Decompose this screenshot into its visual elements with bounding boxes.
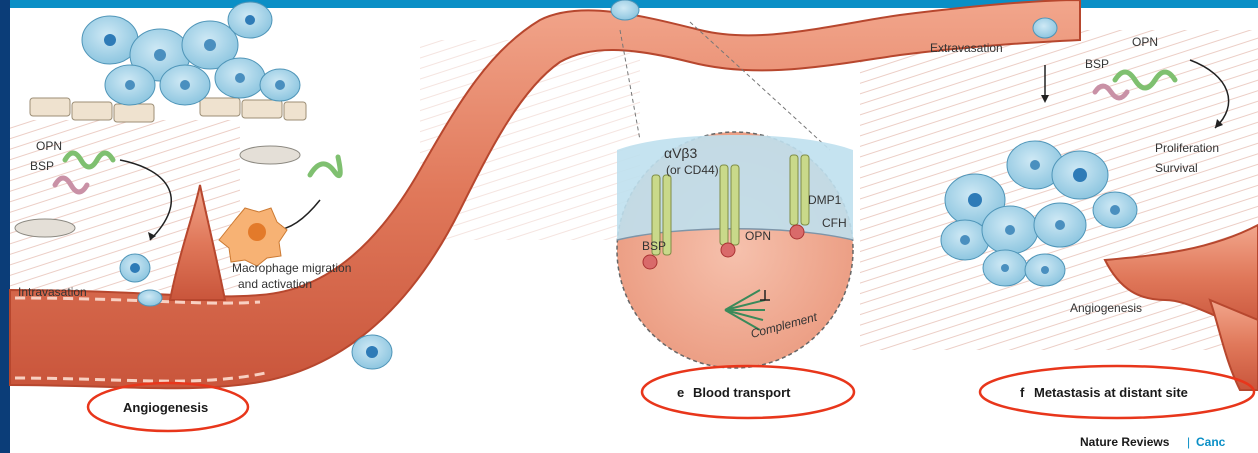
credit-separator: |	[1187, 435, 1190, 449]
label-blood-transport: Blood transport	[693, 385, 791, 400]
label-angiogenesis-right: Angiogenesis	[1070, 301, 1142, 315]
label-macrophage-line2: and activation	[238, 277, 312, 291]
endothelial-layer	[30, 98, 306, 122]
label-proliferation: Proliferation	[1155, 141, 1219, 155]
label-opn-inset: OPN	[745, 229, 771, 243]
label-cfh: CFH	[822, 216, 847, 230]
label-bsp-left: BSP	[30, 159, 54, 173]
label-bsp-inset: BSP	[642, 239, 666, 253]
label-opn-right: OPN	[1132, 35, 1158, 49]
credit-journal: Nature Reviews	[1080, 435, 1170, 449]
label-intravasation: Intravasation	[18, 285, 87, 299]
credit-subtitle: Canc	[1196, 435, 1226, 449]
label-panel-f: f	[1020, 385, 1025, 400]
tumour-cells-left	[82, 2, 300, 105]
label-bsp-right: BSP	[1085, 57, 1109, 71]
label-survival: Survival	[1155, 161, 1198, 175]
label-dmp1: DMP1	[808, 193, 842, 207]
label-opn-left: OPN	[36, 139, 62, 153]
label-receptor-alt: (or CD44)	[666, 163, 719, 177]
label-macrophage-line1: Macrophage migration	[232, 261, 351, 275]
label-panel-e: e	[677, 385, 684, 400]
label-receptor: αVβ3	[664, 145, 697, 161]
label-metastasis: Metastasis at distant site	[1034, 385, 1188, 400]
label-angiogenesis-left: Angiogenesis	[123, 400, 208, 415]
label-extravasation: Extravasation	[930, 41, 1003, 55]
